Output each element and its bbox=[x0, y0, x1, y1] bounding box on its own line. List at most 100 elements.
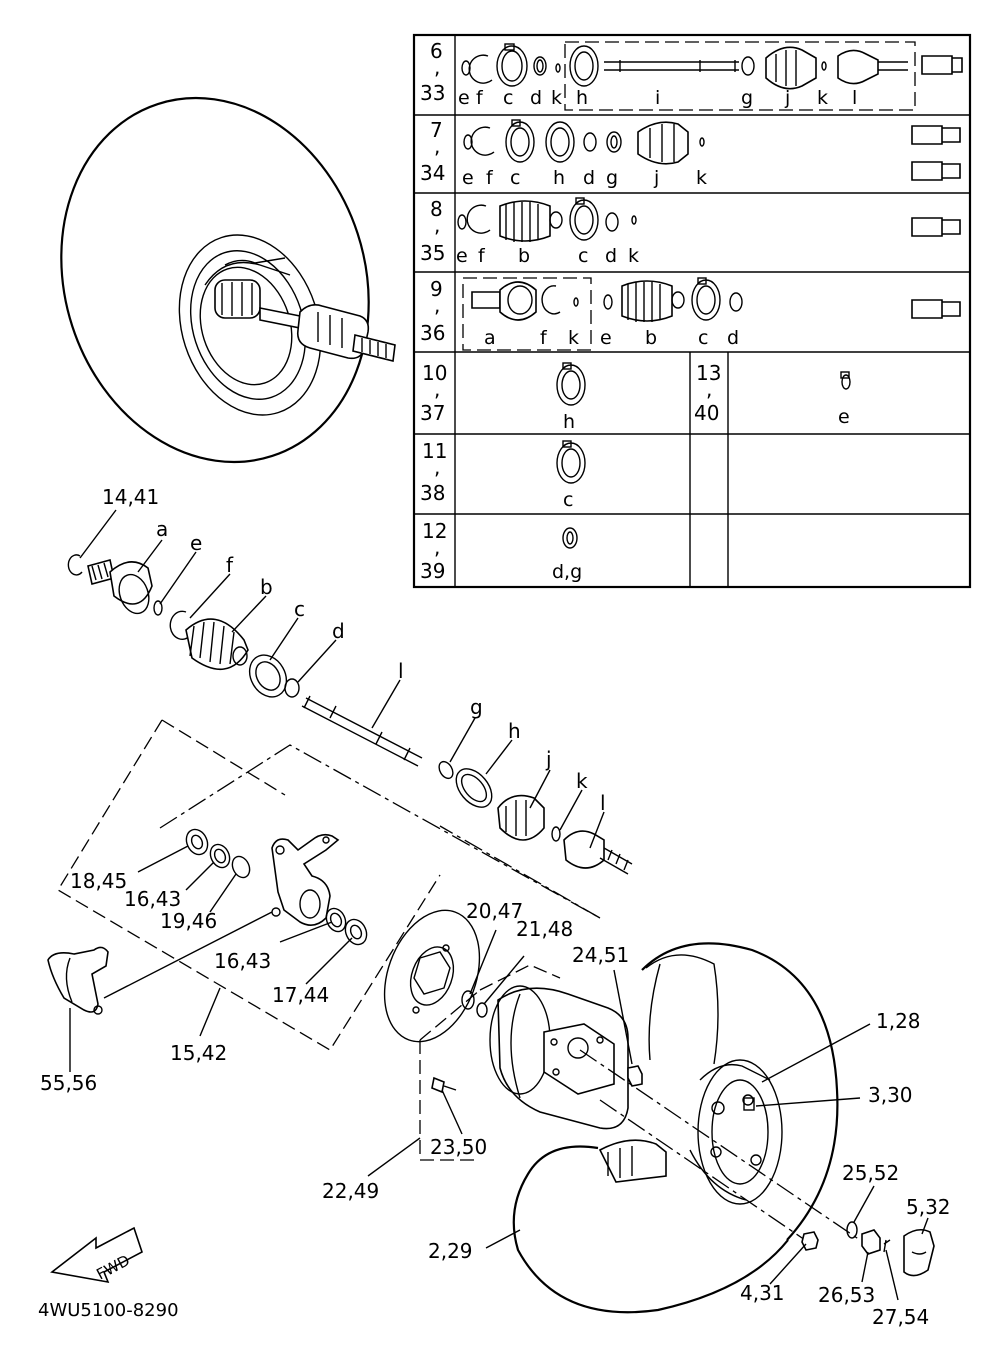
callout-55-56: 55,56 bbox=[40, 1071, 97, 1095]
part-letter: k bbox=[551, 87, 562, 109]
callout-l: l bbox=[600, 791, 606, 815]
row-num: 37 bbox=[420, 401, 445, 425]
row-num: 11 bbox=[422, 439, 447, 463]
row-num: 9 bbox=[430, 277, 443, 301]
row-8-35-letters: e f b c d k bbox=[456, 245, 639, 267]
callout-17-44: 17,44 bbox=[272, 983, 329, 1007]
callout-f: f bbox=[226, 553, 234, 577]
part-letter: k bbox=[628, 245, 639, 267]
part-letter: i bbox=[655, 87, 660, 109]
callout-2-29: 2,29 bbox=[428, 1239, 473, 1263]
part-letter: d bbox=[605, 245, 617, 267]
part-letter: f bbox=[540, 327, 548, 349]
row-num: 33 bbox=[420, 81, 445, 105]
callout-l-shaft: l bbox=[398, 659, 404, 683]
part-letter: h bbox=[553, 167, 565, 189]
row-num: 35 bbox=[420, 241, 445, 265]
callout-k: k bbox=[576, 769, 588, 793]
callout-c: c bbox=[294, 597, 305, 621]
part-letter: k bbox=[568, 327, 579, 349]
callout-20-47: 20,47 bbox=[466, 899, 523, 923]
callout-4-31: 4,31 bbox=[740, 1281, 785, 1305]
row-7-34-parts bbox=[463, 119, 961, 181]
part-letter: d bbox=[530, 87, 542, 109]
callout-27-54: 27,54 bbox=[872, 1305, 929, 1329]
callout-h: h bbox=[508, 719, 521, 743]
row-num: 39 bbox=[420, 559, 445, 583]
callout-25-52: 25,52 bbox=[842, 1161, 899, 1185]
part-letter: d bbox=[583, 167, 595, 189]
callout-19-46: 19,46 bbox=[160, 909, 217, 933]
part-letter: e bbox=[458, 87, 470, 109]
callout-22-49: 22,49 bbox=[322, 1179, 379, 1203]
row-num: , bbox=[434, 377, 440, 401]
row-num: 10 bbox=[422, 361, 447, 385]
callout-16-43: 16,43 bbox=[124, 887, 181, 911]
row-num: , bbox=[434, 134, 440, 158]
brake-disc bbox=[383, 909, 643, 1161]
part-letter: e bbox=[838, 406, 850, 428]
part-letter: e bbox=[462, 167, 474, 189]
row-num: 12 bbox=[422, 519, 447, 543]
row-num: 40 bbox=[694, 401, 719, 425]
callout-j: j bbox=[545, 747, 552, 771]
part-letter: a bbox=[484, 327, 496, 349]
callout-5-32: 5,32 bbox=[906, 1195, 951, 1219]
part-letter: k bbox=[817, 87, 828, 109]
callout-24-51: 24,51 bbox=[572, 943, 629, 967]
bottom-wheel-illustration bbox=[512, 942, 935, 1314]
callout-26-53: 26,53 bbox=[818, 1283, 875, 1307]
row-num: , bbox=[434, 455, 440, 479]
part-letter: d bbox=[727, 327, 739, 349]
row-num: 38 bbox=[420, 481, 445, 505]
row-num: , bbox=[706, 377, 712, 401]
callout-14-41: 14,41 bbox=[102, 485, 159, 509]
part-letter: f bbox=[476, 87, 484, 109]
leader-lines bbox=[69, 509, 929, 1301]
part-letter: f bbox=[486, 167, 494, 189]
callout-a: a bbox=[156, 517, 168, 541]
part-letter: c bbox=[578, 245, 588, 267]
row-num: 6 bbox=[430, 39, 443, 63]
part-letter: h bbox=[563, 411, 575, 433]
part-letter: d,g bbox=[552, 561, 582, 583]
part-letter: c bbox=[503, 87, 513, 109]
knuckle-cover bbox=[47, 946, 109, 1015]
part-letter: l bbox=[852, 87, 857, 109]
part-letter: g bbox=[741, 87, 753, 109]
part-letter: c bbox=[510, 167, 520, 189]
row-8-35-parts bbox=[457, 197, 961, 242]
fwd-arrow-icon: FWD bbox=[50, 1226, 143, 1284]
part-letter: g bbox=[606, 167, 618, 189]
row-num: , bbox=[434, 293, 440, 317]
row-num: , bbox=[434, 213, 440, 237]
callout-3-30: 3,30 bbox=[868, 1083, 913, 1107]
part-letter: e bbox=[600, 327, 612, 349]
table-row-numbers: 6 , 33 7 , 34 8 , 35 9 , 36 10 , 37 11 ,… bbox=[420, 39, 721, 583]
callout-d: d bbox=[332, 619, 345, 643]
part-letter: c bbox=[563, 489, 573, 511]
row-num: 36 bbox=[420, 321, 445, 345]
row-num: , bbox=[434, 535, 440, 559]
callout-b: b bbox=[260, 575, 273, 599]
drawing-code: 4WU5100-8290 bbox=[38, 1300, 179, 1321]
callout-g: g bbox=[470, 695, 483, 719]
part-letter: c bbox=[698, 327, 708, 349]
callout-1-28: 1,28 bbox=[876, 1009, 921, 1033]
row-6-33-letters: e f c d k h i g j k l bbox=[458, 87, 857, 109]
part-letter: f bbox=[478, 245, 486, 267]
callout-labels: 14,41 a e f b c d l g h j k l 18,45 16,4… bbox=[40, 485, 951, 1329]
row-7-34-letters: e f c h d g j k bbox=[462, 167, 707, 189]
callout-21-48: 21,48 bbox=[516, 917, 573, 941]
row-9-36-letters: a f k e b c d bbox=[484, 327, 739, 349]
part-letter: b bbox=[518, 245, 530, 267]
callout-e: e bbox=[190, 531, 202, 555]
row-num: 13 bbox=[696, 361, 721, 385]
row-num: , bbox=[434, 55, 440, 79]
callout-16-43: 16,43 bbox=[214, 949, 271, 973]
row-6-33-parts bbox=[461, 43, 963, 90]
part-letter: j bbox=[653, 167, 659, 189]
row-10-12-parts bbox=[556, 362, 851, 549]
callout-23-50: 23,50 bbox=[430, 1135, 487, 1159]
